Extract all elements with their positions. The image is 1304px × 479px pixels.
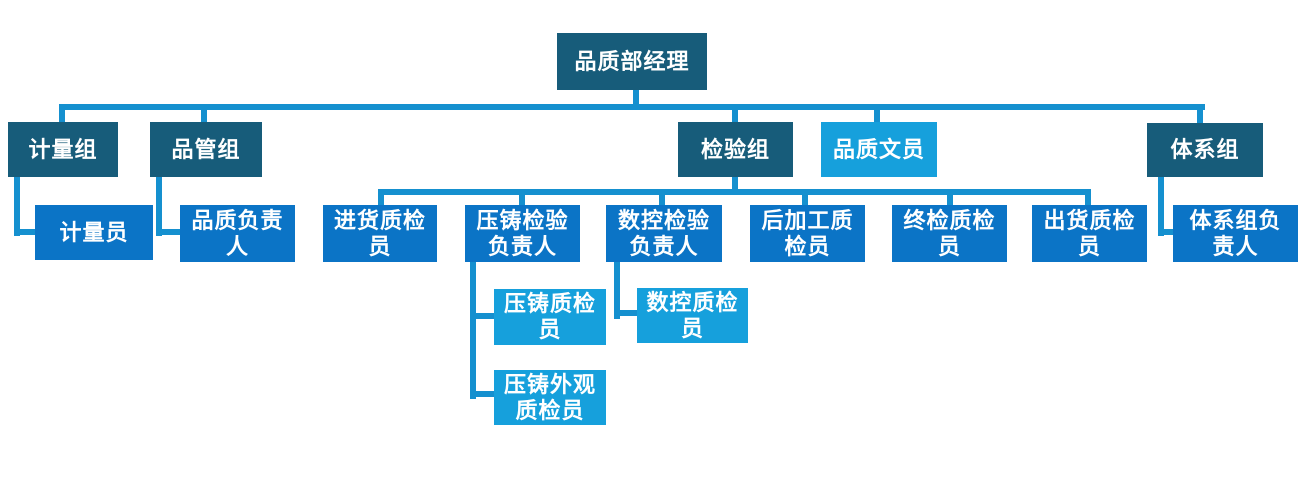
org-node-outgoing-inspector: 出货质检 员 [1032, 205, 1147, 262]
connector-line [378, 189, 1091, 195]
connector-line [470, 261, 476, 399]
connector-line [802, 193, 808, 206]
connector-line [470, 391, 494, 397]
org-node-diecast-inspector: 压铸质检 员 [494, 289, 606, 345]
connector-line [59, 108, 65, 123]
connector-line [947, 193, 953, 206]
org-node-quality-control-group: 品管组 [150, 122, 262, 177]
connector-line [156, 229, 180, 235]
connector-line [614, 261, 620, 319]
connector-line [1197, 108, 1203, 124]
org-node-diecast-appearance-inspector: 压铸外观 质检员 [494, 370, 606, 425]
connector-line [614, 310, 637, 316]
connector-line [201, 108, 207, 123]
org-node-manager: 品质部经理 [557, 33, 707, 90]
org-node-incoming-inspector: 进货质检 员 [323, 205, 437, 262]
connector-line [732, 176, 738, 190]
connector-line [14, 176, 20, 236]
org-node-quality-leader: 品质负责 人 [180, 205, 295, 262]
connector-line [1085, 193, 1091, 206]
connector-line [519, 193, 525, 206]
connector-line [1158, 176, 1164, 236]
org-node-final-inspector: 终检质检 员 [892, 205, 1007, 262]
connector-line [378, 193, 384, 206]
org-node-diecast-inspection-leader: 压铸检验 负责人 [465, 205, 580, 262]
org-node-system-group: 体系组 [1147, 123, 1263, 177]
org-node-cnc-inspector: 数控质检 员 [637, 288, 748, 343]
connector-line [156, 176, 162, 236]
org-node-metrology-staff: 计量员 [35, 205, 153, 260]
org-node-system-group-leader: 体系组负 责人 [1173, 205, 1298, 262]
org-node-metrology-group: 计量组 [8, 122, 118, 177]
org-node-post-process-inspector: 后加工质 检员 [750, 205, 865, 262]
connector-line [470, 313, 494, 319]
org-node-quality-clerk: 品质文员 [821, 122, 937, 177]
connector-line [1158, 229, 1173, 235]
org-node-inspection-group: 检验组 [678, 122, 793, 177]
org-node-cnc-inspection-leader: 数控检验 负责人 [606, 205, 722, 262]
connector-line [59, 104, 1205, 110]
connector-line [732, 108, 738, 123]
connector-line [14, 229, 35, 235]
connector-line [659, 193, 665, 206]
connector-line [874, 108, 880, 123]
connector-line [633, 90, 639, 105]
